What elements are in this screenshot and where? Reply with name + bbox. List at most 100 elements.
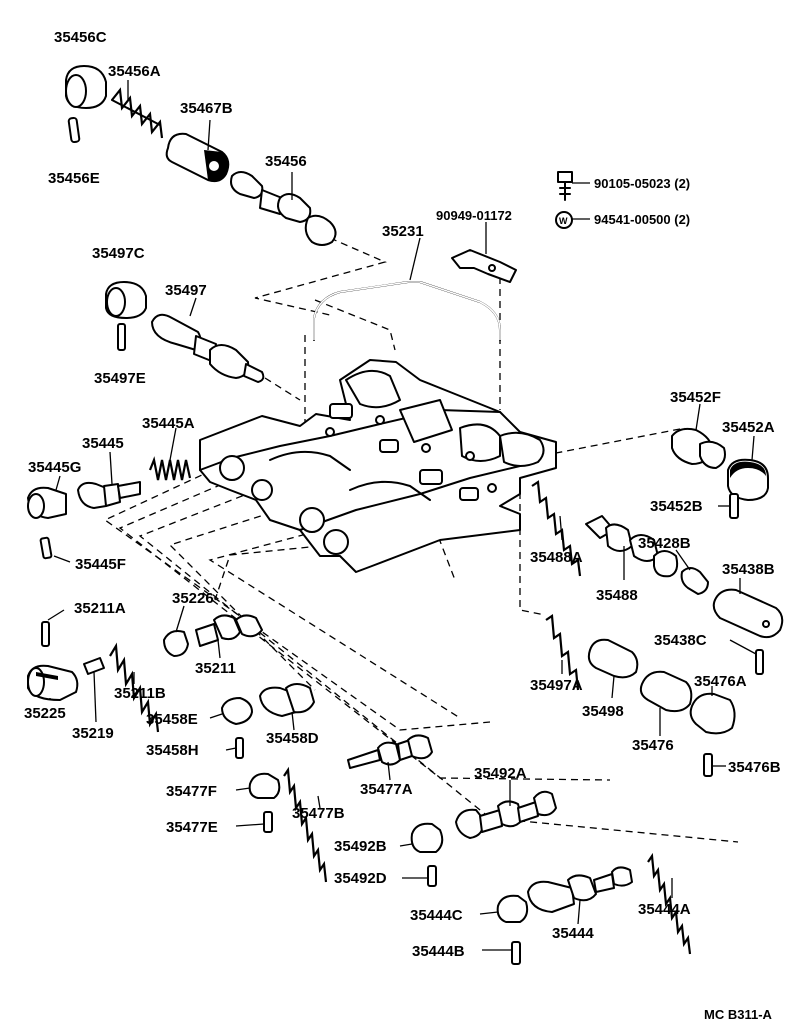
leader-lines	[49, 80, 757, 951]
label-35476B: 35476B	[728, 759, 781, 776]
label-35477E: 35477E	[166, 819, 218, 836]
part-35477F	[248, 772, 281, 799]
part-35477A	[347, 734, 433, 769]
label-35477B: 35477B	[292, 805, 345, 822]
part-35458D	[259, 683, 315, 717]
label-35444: 35444	[552, 925, 594, 942]
label-35452B: 35452B	[650, 498, 703, 515]
part-35456	[230, 171, 337, 246]
label-35226: 35226	[172, 590, 214, 607]
label-35452A: 35452A	[722, 419, 775, 436]
label-35492B: 35492B	[334, 838, 387, 855]
part-35444B	[511, 941, 521, 965]
label-35219: 35219	[72, 725, 114, 742]
label-35225: 35225	[24, 705, 66, 722]
part-35492B	[410, 822, 444, 853]
label-35476A: 35476A	[694, 673, 747, 690]
label-35458E: 35458E	[146, 711, 198, 728]
part-35467B	[165, 132, 230, 183]
label-35438C: 35438C	[654, 632, 707, 649]
label-35456C: 35456C	[54, 29, 107, 46]
label-35444A: 35444A	[638, 901, 691, 918]
label-35231: 35231	[382, 223, 424, 240]
label-94541: 94541-00500 (2)	[594, 212, 690, 227]
part-35492A	[455, 790, 557, 839]
part-35497C	[105, 281, 147, 319]
part-35488	[585, 515, 679, 578]
part-labels: 35456C 35456A 35456E 35467B 35456 90105-…	[24, 29, 781, 1022]
label-35497E: 35497E	[94, 370, 146, 387]
part-35211	[195, 614, 263, 647]
label-35445: 35445	[82, 435, 124, 452]
label-35211B: 35211B	[114, 685, 166, 702]
label-35488A: 35488A	[530, 549, 583, 566]
label-35488: 35488	[596, 587, 638, 604]
valve-body-35410	[199, 359, 557, 573]
part-35476B	[703, 753, 713, 777]
part-35488A	[531, 480, 582, 577]
part-35445G	[27, 486, 67, 519]
part-35438C	[755, 649, 764, 675]
label-35452F: 35452F	[670, 389, 721, 406]
bracket-90949	[451, 249, 517, 283]
part-35456C	[65, 65, 107, 109]
label-35438B: 35438B	[722, 561, 775, 578]
label-35445G: 35445G	[28, 459, 81, 476]
part-35458H	[235, 737, 244, 759]
part-35498	[587, 638, 639, 679]
diagram-code: MC B311-A	[704, 1007, 773, 1022]
label-35211A: 35211A	[74, 600, 126, 617]
part-35492D	[427, 865, 437, 887]
part-35445A	[148, 456, 192, 481]
svg-text:W: W	[559, 216, 568, 226]
label-35456A: 35456A	[108, 63, 161, 80]
label-35492A: 35492A	[474, 765, 527, 782]
label-35456E: 35456E	[48, 170, 100, 187]
label-90105: 90105-05023 (2)	[594, 176, 690, 191]
part-35452F	[671, 427, 726, 469]
part-35444C	[496, 894, 529, 923]
part-35444A	[647, 852, 692, 955]
part-35456A	[111, 87, 164, 139]
part-35477E	[263, 811, 273, 833]
part-35477B	[283, 766, 328, 883]
part-35456E	[67, 116, 81, 144]
label-35444C: 35444C	[410, 907, 463, 924]
washer-94541: W	[555, 211, 573, 229]
part-35445	[77, 481, 141, 509]
part-35428B	[680, 567, 709, 595]
part-35219	[83, 657, 105, 675]
label-35497: 35497	[165, 282, 207, 299]
label-35445F: 35445F	[75, 556, 126, 573]
label-35458H: 35458H	[146, 742, 199, 759]
label-35456: 35456	[265, 153, 307, 170]
part-35211A	[41, 609, 65, 647]
part-35452B	[729, 493, 739, 519]
part-35438B	[712, 588, 784, 639]
part-35445F	[39, 536, 71, 563]
part-35476A	[689, 692, 736, 735]
part-35476	[639, 670, 693, 713]
label-35497C: 35497C	[92, 245, 145, 262]
label-35498: 35498	[582, 703, 624, 720]
label-35458D: 35458D	[266, 730, 319, 747]
part-35225	[27, 664, 79, 701]
label-35476: 35476	[632, 737, 674, 754]
label-35444B: 35444B	[412, 943, 465, 960]
label-35492D: 35492D	[334, 870, 387, 887]
label-35428B: 35428B	[638, 535, 691, 552]
label-35477A: 35477A	[360, 781, 413, 798]
label-35445A: 35445A	[142, 415, 195, 432]
label-35211: 35211	[195, 660, 236, 677]
part-35231	[313, 281, 501, 341]
part-35458E	[221, 697, 253, 725]
label-35477F: 35477F	[166, 783, 217, 800]
part-35497A	[545, 614, 580, 691]
label-35467B: 35467B	[180, 100, 233, 117]
part-35497	[151, 313, 265, 383]
label-90949: 90949-01172	[436, 208, 512, 223]
part-35211B	[109, 642, 160, 733]
part-35444	[527, 866, 633, 913]
label-35497A: 35497A	[530, 677, 583, 694]
